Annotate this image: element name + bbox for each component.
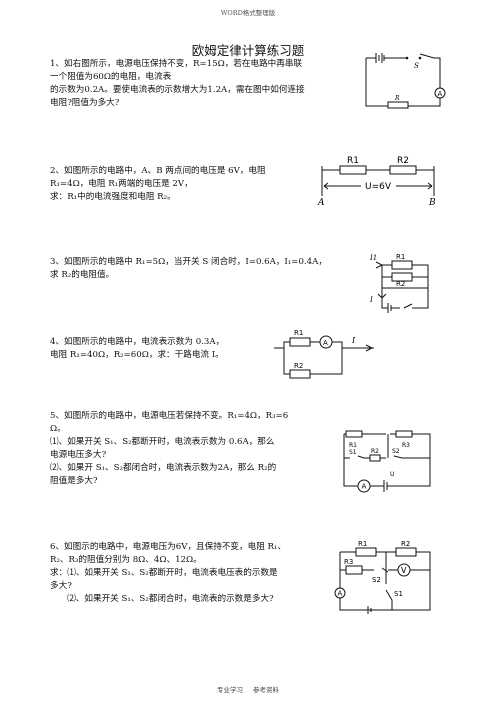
page-header: WORD格式整理版 — [220, 9, 276, 17]
q4-ammeter-label: A — [323, 339, 328, 347]
question-2: 2、如图所示的电路中，A、B 两点间的电压是 6V，电阻 R₁=4Ω，电阻 R₁… — [50, 165, 310, 204]
circuit-diagram-5: R1 R3 S1 R2 S2 A U — [343, 430, 431, 493]
q2-voltage-label: U=6V — [365, 182, 392, 192]
q6-ammeter-icon — [334, 587, 346, 599]
page-title: 欧姆定律计算练习题 — [191, 43, 305, 58]
q6-line-5: ⑵、如果开关 S₁、S₂都闭合时，电流表的示数是多大? — [50, 594, 274, 604]
q5-r3-label: R3 — [402, 442, 410, 449]
circuit-diagram-3: I1 R1 R2 I — [369, 253, 429, 313]
q5-line-2: Ω。 — [50, 424, 66, 434]
q5-r2-label: R2 — [371, 448, 379, 455]
q6-s2-label: S2 — [372, 576, 381, 584]
q4-i-label: I — [351, 336, 356, 345]
circuit-diagram-6: R1 R2 R3 S2 S1 V A — [334, 540, 431, 614]
circuit-diagram-2: R1 R2 U=6V A B — [317, 156, 436, 208]
page-footer: 专业学习 参考资料 — [216, 686, 280, 694]
q6-voltmeter-label: V — [401, 566, 407, 575]
q6-s1-label: S1 — [394, 590, 403, 598]
q3-line-1: 3、如图所示的电路中 R₁=5Ω，当开关 S 闭合时，I=0.6A，I₁=0.4… — [50, 257, 327, 267]
q1-line-2: 一个阻值为60Ω的电阻，电流表 — [50, 72, 172, 82]
q6-r1-label: R1 — [358, 540, 367, 548]
q6-line-4: 多大? — [50, 581, 72, 591]
q4-line-1: 4、如图所示的电路中，电流表示数为 0.3A， — [50, 337, 225, 347]
question-4: 4、如图所示的电路中，电流表示数为 0.3A， 电阻 R₁=40Ω，R₂=60Ω… — [50, 336, 290, 362]
question-3: 3、如图所示的电路中 R₁=5Ω，当开关 S 闭合时，I=0.6A，I₁=0.4… — [50, 256, 370, 282]
ammeter-icon — [434, 87, 446, 99]
q5-ammeter-icon — [357, 479, 371, 493]
q6-ammeter-label: A — [338, 590, 343, 598]
q5-line-6: 阻值是多大? — [50, 476, 98, 486]
q4-r1-label: R1 — [294, 329, 303, 337]
q5-r1-label: R1 — [349, 442, 357, 449]
q1-switch-label: S — [414, 62, 419, 70]
question-1: 1、如右图所示，电源电压保持不变，R=15Ω，若在电路中再串联 一个阻值为60Ω… — [50, 58, 370, 110]
q3-i1-label: I1 — [369, 254, 377, 262]
q2-r2-label: R2 — [397, 156, 409, 166]
q5-voltage-label: U — [390, 471, 394, 478]
q1-resistor-label: R — [394, 95, 400, 102]
circuit-diagram-1: S A R — [365, 53, 446, 109]
q5-line-3: ⑴、如果开关 S₁、S₂都断开时，电流表示数为 0.6A，那么 — [50, 437, 275, 447]
q5-s1-label: S1 — [349, 449, 357, 456]
question-6: 6、如图示的电路中，电源电压为6V，且保持不变，电阻 R₁、 R₂、R₃的阻值分… — [50, 541, 370, 606]
q2-point-b-label: B — [428, 198, 436, 208]
q6-line-3: 求：⑴、如果开关 S₁、S₂都断开时，电流表电压表的示数是 — [50, 568, 278, 578]
q1-line-1: 1、如右图所示，电源电压保持不变，R=15Ω，若在电路中再串联 — [50, 59, 303, 69]
q3-i-label: I — [369, 296, 373, 304]
q1-line-4: 电阻?阻值为多大? — [50, 98, 120, 108]
q2-r1-label: R1 — [347, 156, 359, 166]
q4-r2-label: R2 — [294, 362, 303, 370]
q4-ammeter-icon — [319, 335, 333, 349]
q2-line-2: R₁=4Ω，电阻 R₁两端的电压是 2V， — [50, 179, 193, 189]
q5-line-4: 电源电压多大? — [50, 450, 107, 460]
q6-line-2: R₂、R₃的阻值分别为 8Ω、4Ω、12Ω。 — [50, 555, 202, 565]
q2-line-3: 求：R₁中的电流强度和电阻 R₂。 — [50, 192, 176, 202]
q5-ammeter-label: A — [362, 483, 367, 491]
q3-r1-label: R1 — [396, 253, 405, 261]
q3-r2-label: R2 — [396, 280, 405, 288]
q1-line-3: 的示数为0.2A。要使电流表的示数增大为1.2A，需在图中如何连接 — [50, 85, 305, 95]
q3-line-2: 求 R₂的电阻值。 — [50, 270, 115, 280]
circuit-diagram-4: R1 A R2 I — [274, 329, 374, 379]
q5-s2-label: S2 — [392, 448, 400, 455]
q6-voltmeter-icon — [397, 563, 411, 577]
q1-ammeter-label: A — [438, 90, 443, 98]
q5-line-5: ⑵、如果开 S₁、S₂都闭合时，电流表示数为2A，那么 R₂的 — [50, 463, 277, 473]
q6-line-1: 6、如图示的电路中，电源电压为6V，且保持不变，电阻 R₁、 — [50, 542, 287, 552]
question-5: 5、如图所示的电路中，电源电压若保持不变。R₁=4Ω，R₃=6 Ω。 ⑴、如果开… — [50, 410, 340, 488]
q5-line-1: 5、如图所示的电路中，电源电压若保持不变。R₁=4Ω，R₃=6 — [50, 411, 289, 421]
q6-r3-label: R3 — [344, 558, 353, 566]
q6-r2-label: R2 — [401, 540, 410, 548]
q2-point-a-label: A — [317, 198, 325, 208]
q4-line-2: 电阻 R₁=40Ω，R₂=60Ω，求：干路电流 I。 — [50, 350, 224, 360]
q2-line-1: 2、如图所示的电路中，A、B 两点间的电压是 6V，电阻 — [50, 166, 266, 176]
